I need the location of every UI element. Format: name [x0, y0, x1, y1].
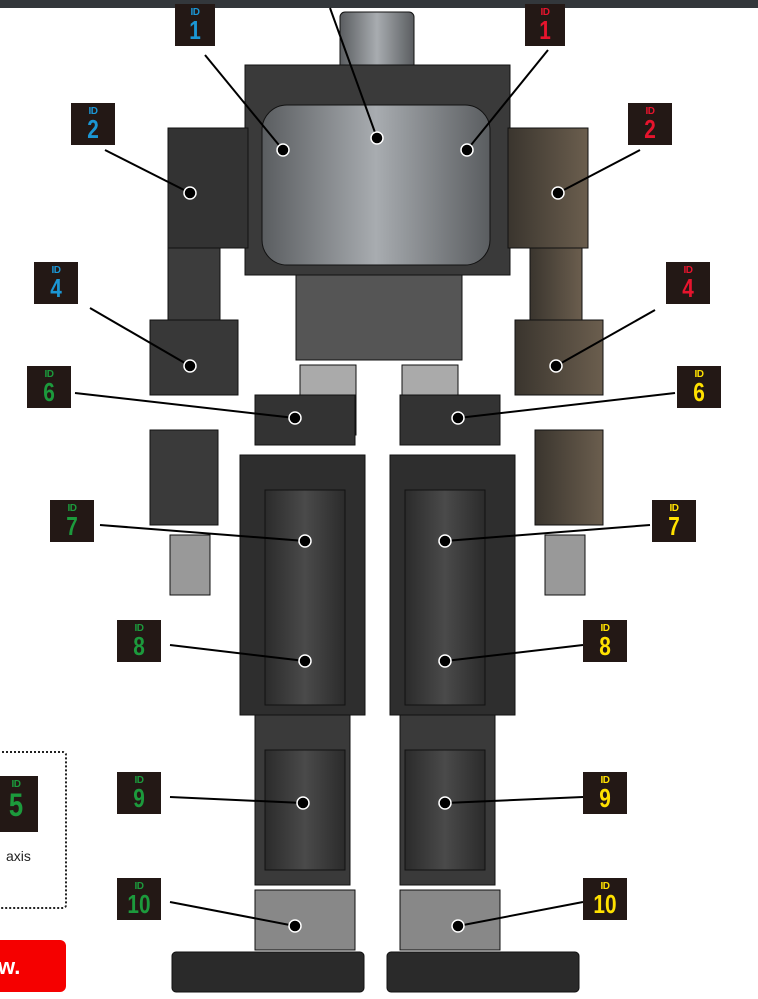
note-axis-text: axis: [6, 848, 31, 864]
servo-dots: [183, 131, 565, 933]
note-box: [0, 751, 67, 909]
robot-body: [149, 11, 604, 993]
top-bar: [0, 0, 758, 8]
leader-lines: [74, 7, 676, 927]
red-button[interactable]: w.: [0, 940, 66, 992]
